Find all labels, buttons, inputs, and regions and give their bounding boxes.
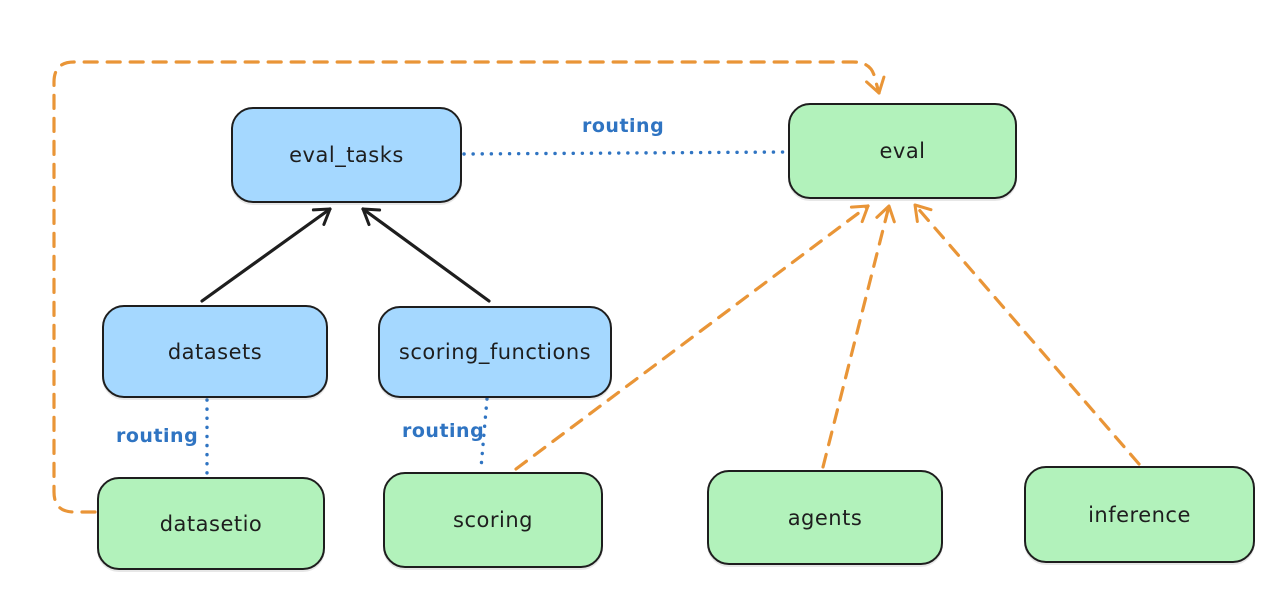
node-datasetio: datasetio [97, 477, 325, 570]
routing-link-eval-tasks-eval [462, 150, 788, 156]
node-agents: agents [707, 470, 943, 565]
node-inference-label: inference [1088, 502, 1191, 527]
edge-label-routing-scoring: routing [402, 420, 485, 442]
node-scoring-label: scoring [453, 508, 533, 532]
node-agents-label: agents [787, 505, 863, 530]
node-datasets-label: datasets [167, 339, 263, 364]
node-scoring-functions: scoring_functions [378, 306, 612, 398]
edge-label-routing-datasetio: routing [116, 425, 199, 447]
node-eval: eval [788, 103, 1017, 199]
node-eval-tasks: eval_tasks [231, 107, 462, 203]
arrow-datasetio-to-eval [52, 60, 886, 514]
arrow-scoring-to-eval [514, 204, 870, 471]
arrow-datasets-to-eval-tasks [200, 207, 332, 303]
node-inference: inference [1024, 466, 1255, 563]
node-eval-label: eval [879, 139, 926, 163]
node-scoring: scoring [383, 472, 603, 568]
node-scoring-functions-label: scoring_functions [398, 340, 592, 364]
node-datasets: datasets [102, 305, 328, 398]
node-datasetio-label: datasetio [159, 511, 263, 536]
edge-label-routing-eval: routing [582, 115, 665, 137]
arrow-scoring-functions-to-eval-tasks [361, 207, 491, 303]
arrow-inference-to-eval [913, 203, 1141, 466]
node-eval-tasks-label: eval_tasks [289, 143, 404, 167]
arrow-agents-to-eval [821, 204, 896, 469]
